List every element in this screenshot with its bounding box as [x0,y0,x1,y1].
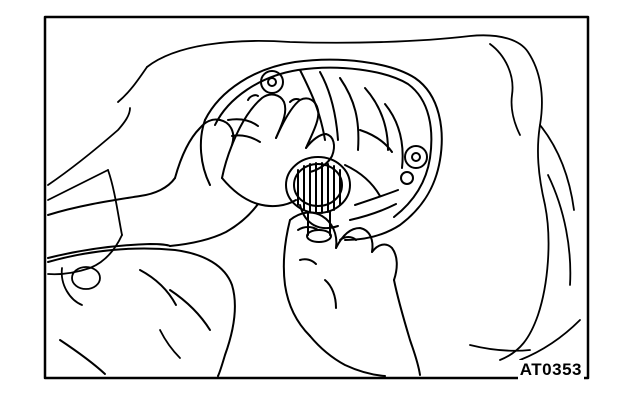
right-hand [282,211,421,377]
sleeve [47,247,236,377]
left-hand [47,93,335,259]
oil-pump-body [199,58,443,241]
figure-frame [43,15,590,380]
transmission-case [47,34,581,361]
figure-code-label: AT0353 [517,360,584,380]
